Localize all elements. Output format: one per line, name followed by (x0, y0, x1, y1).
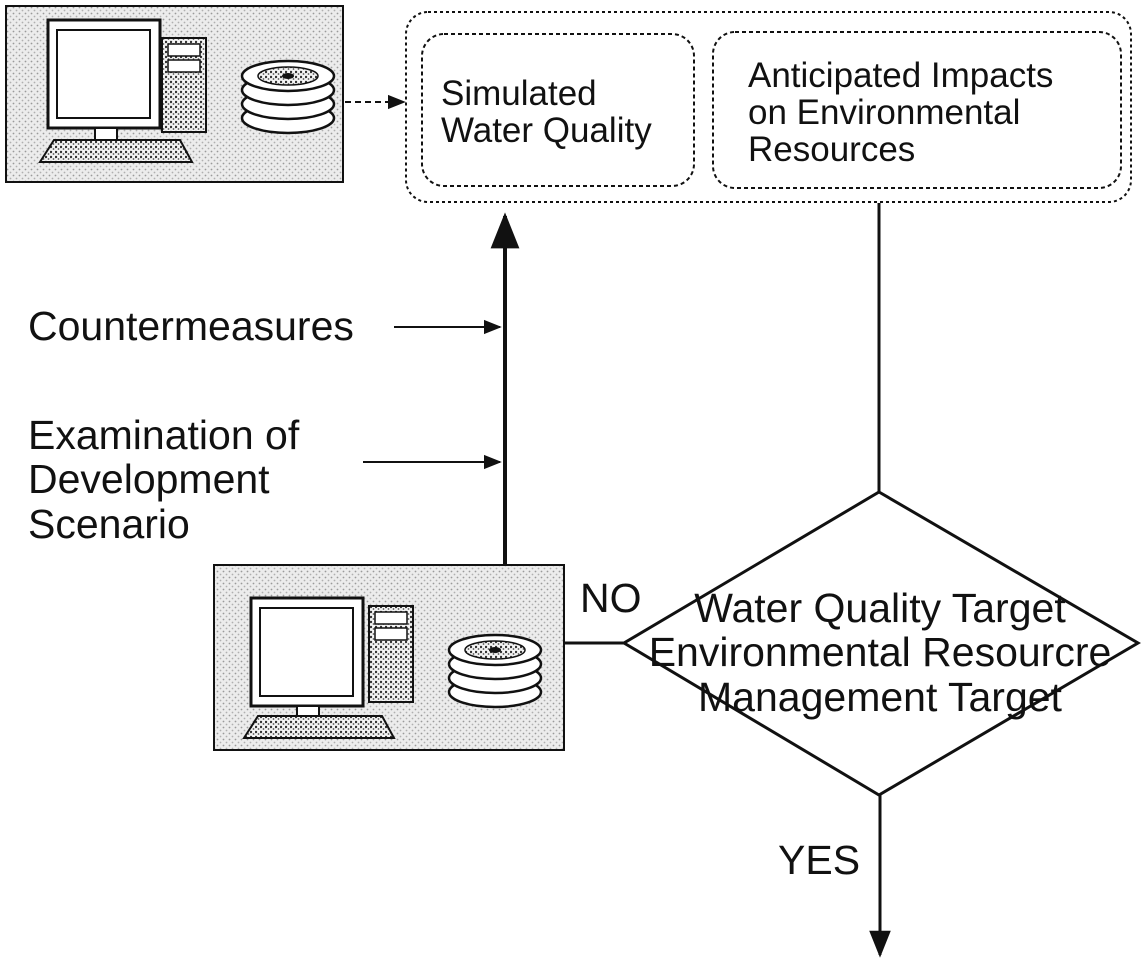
simulated-line2: Water Quality (441, 110, 652, 150)
computer-icon (242, 596, 414, 739)
decision-line3: Management Target (698, 673, 1062, 720)
examination-line1: Examination of (28, 412, 300, 458)
computer-icon (38, 18, 207, 163)
decision-line2: Environmental Resourcre (648, 629, 1112, 676)
decision-line1: Water Quality Target (694, 585, 1066, 631)
simulated-water-quality-box (421, 33, 695, 187)
examination-line3: Scenario (28, 500, 190, 547)
decision-label: Water Quality Target Environmental Resou… (626, 586, 1134, 719)
examination-line2: Development (28, 456, 270, 503)
results-group-frame (405, 11, 1132, 203)
yes-label: YES (778, 837, 861, 883)
computer-panel-top (5, 5, 344, 183)
no-label: NO (580, 575, 642, 621)
disk-stack-icon (447, 633, 543, 709)
anticipated-line2: on Environmental (748, 92, 1021, 132)
examination-label: Examination of Development Scenario (28, 413, 299, 546)
countermeasures-label: Countermeasures (28, 303, 354, 349)
computer-panel-bottom (213, 564, 565, 751)
disk-stack-icon (240, 59, 336, 135)
anticipated-line3: Resources (748, 129, 916, 169)
anticipated-impacts-box (712, 31, 1122, 189)
anticipated-impacts-label: Anticipated Impacts on Environmental Res… (748, 56, 1054, 169)
simulated-water-quality-label: Simulated Water Quality (441, 74, 652, 150)
simulated-line1: Simulated (441, 74, 597, 113)
anticipated-line1: Anticipated Impacts (748, 56, 1054, 95)
